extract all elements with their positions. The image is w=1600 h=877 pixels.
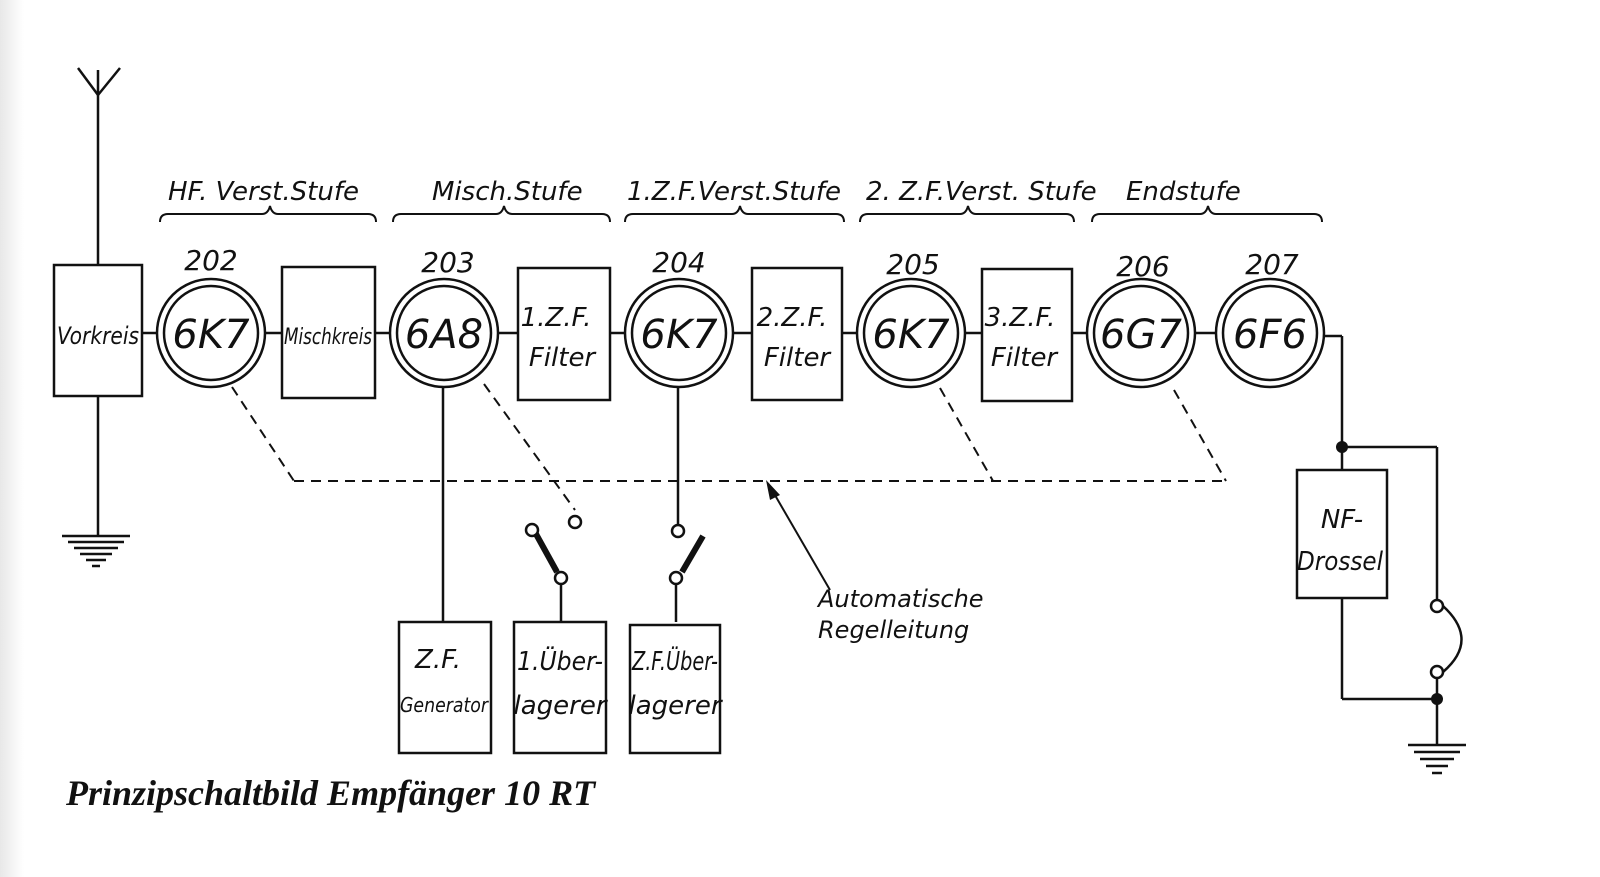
zf-generator-line1: Z.F. (414, 645, 461, 675)
switch-1 (524, 514, 583, 622)
zf-generator-block: Z.F. Generator (397, 620, 493, 755)
tube-205-type: 6K7 (872, 312, 950, 358)
switch-2 (668, 387, 706, 622)
output-wiring (1324, 334, 1463, 745)
zf-ueberlagerer-line1: Z.F.Über- (631, 645, 718, 677)
diagram-caption: Prinzipschaltbild Empfänger 10 RT (66, 773, 596, 813)
stage-label-end: Endstufe (1126, 177, 1241, 207)
nf-drossel-block: NF- Drossel (1295, 468, 1389, 600)
agc-line (231, 383, 1227, 511)
zf-filter-3-block: 3.Z.F. Filter (980, 267, 1074, 403)
vorkreis-label: Vorkreis (57, 322, 139, 350)
antenna-symbol (76, 67, 121, 265)
zf-filter-3-line1: 3.Z.F. (985, 303, 1056, 333)
tube-202: 6K7 202 (155, 244, 267, 389)
tube-204-type: 6K7 (640, 312, 718, 358)
annotation-line2: Regelleitung (818, 616, 969, 644)
tube-202-type: 6K7 (172, 312, 250, 358)
tube-205: 6K7 205 (855, 248, 967, 389)
stage-bracket-5 (1091, 205, 1323, 223)
annotation-line1: Automatische (816, 585, 984, 613)
tube-203-number: 203 (421, 246, 474, 279)
zf-filter-2-line1: 2.Z.F. (757, 303, 828, 333)
zf-filter-3-line2: Filter (991, 343, 1060, 373)
nf-drossel-line1: NF- (1321, 505, 1363, 535)
stage-bracket-4 (859, 205, 1075, 223)
stage-bracket-2 (392, 205, 611, 223)
zf-filter-1-block: 1.Z.F. Filter (516, 266, 612, 402)
ground-symbol-right (1408, 743, 1466, 775)
stage-bracket-1 (159, 205, 377, 223)
zf-generator-line2: Generator (400, 693, 490, 717)
tube-206-number: 206 (1116, 250, 1169, 283)
tube-203: 6A8 203 (388, 246, 500, 389)
tube-203-type: 6A8 (405, 312, 483, 358)
ueberlagerer-1-line1: 1.Über- (517, 645, 603, 677)
zf-filter-2-line2: Filter (764, 343, 833, 373)
scan-edge-shading (0, 0, 24, 877)
tube-202-number: 202 (184, 244, 237, 277)
ueberlagerer-1-line2: lagerer (513, 691, 608, 721)
tube-204: 6K7 204 (623, 246, 735, 389)
agc-annotation: Automatische Regelleitung (766, 480, 984, 644)
tube-207-number: 207 (1245, 248, 1299, 281)
tube-207: 6F6 207 (1214, 248, 1326, 389)
zf-filter-2-block: 2.Z.F. Filter (750, 266, 844, 402)
ground-symbol-left (62, 534, 130, 568)
vorkreis-block: Vorkreis (52, 263, 144, 398)
zf-filter-1-line1: 1.Z.F. (521, 303, 592, 333)
tube-207-type: 6F6 (1233, 312, 1307, 358)
ueberlagerer-1-block: 1.Über- lagerer (512, 620, 609, 755)
tube-206-type: 6G7 (1100, 312, 1182, 358)
junction-dot-top (1336, 441, 1348, 453)
zf-ueberlagerer-block: Z.F.Über- lagerer (628, 623, 724, 755)
nf-drossel-line2: Drossel (1297, 547, 1384, 577)
stage-label-zf2: 2. Z.F.Verst. Stufe (866, 177, 1097, 207)
stage-label-zf1: 1.Z.F.Verst.Stufe (627, 177, 841, 207)
mischkreis-label: Mischkreis (284, 325, 372, 350)
tube-204-number: 204 (652, 246, 705, 279)
zf-ueberlagerer-line2: lagerer (628, 691, 723, 721)
tube-206: 6G7 206 (1085, 250, 1197, 389)
stage-label-misch: Misch.Stufe (432, 177, 583, 207)
zf-filter-1-line2: Filter (529, 343, 598, 373)
tube-205-number: 205 (886, 248, 939, 281)
stage-label-hf: HF. Verst.Stufe (168, 177, 359, 207)
junction-dot-bottom (1431, 693, 1443, 705)
mischkreis-block: Mischkreis (280, 265, 377, 400)
stage-bracket-3 (624, 205, 845, 223)
